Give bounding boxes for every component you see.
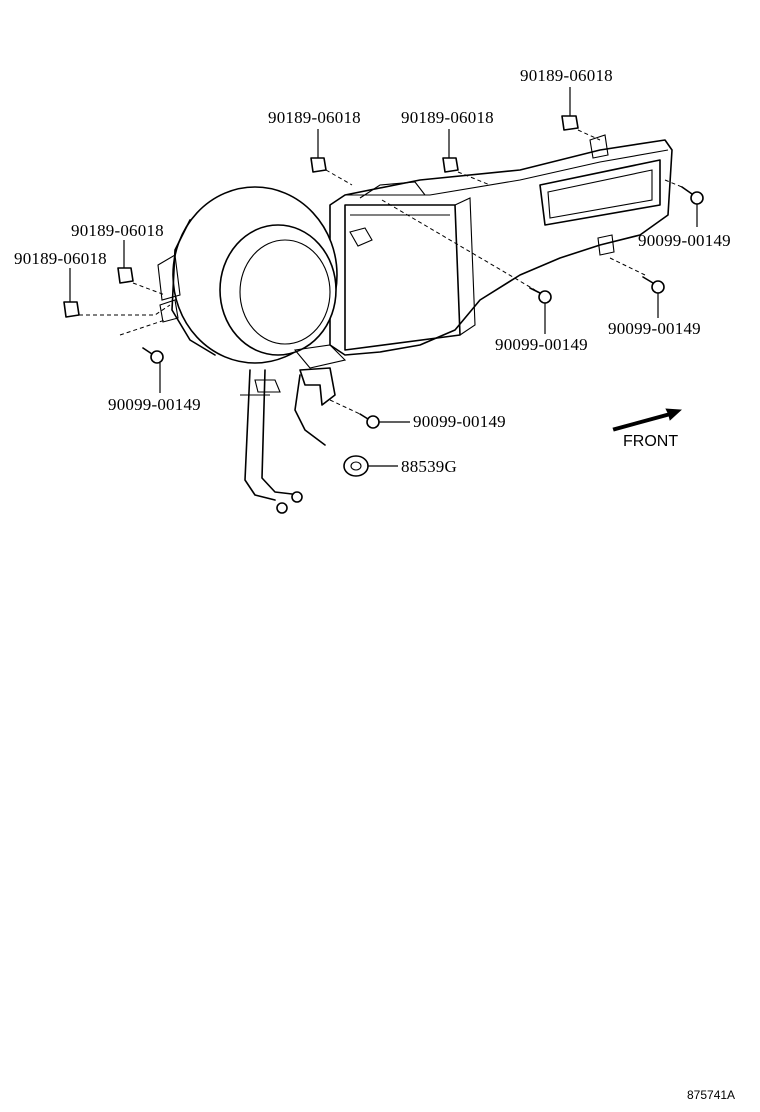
label-clip-left-upper: 90189-06018	[71, 221, 164, 240]
screw-right-lower-icon	[642, 276, 665, 294]
clip-left-lower-icon	[63, 301, 80, 318]
clip-top-right-icon	[561, 115, 579, 131]
label-screw-left: 90099-00149	[108, 395, 201, 414]
label-screw-center: 90099-00149	[495, 335, 588, 354]
heater-unit-housing	[329, 134, 673, 356]
screw-left-icon	[142, 347, 164, 364]
label-clip-left-lower: 90189-06018	[14, 249, 107, 268]
label-grommet: 88539G	[401, 457, 457, 476]
clip-left-upper-icon	[117, 267, 134, 284]
assembly-lines	[79, 129, 683, 415]
label-clip-top-left: 90189-06018	[268, 108, 361, 127]
label-screw-right-upper: 90099-00149	[638, 231, 731, 250]
screw-right-upper-icon	[681, 186, 704, 205]
front-arrow-icon	[612, 408, 682, 432]
heater-pipes	[240, 367, 336, 514]
leader-lines	[69, 87, 698, 467]
label-clip-top-right: 90189-06018	[520, 66, 613, 85]
clip-top-mid-icon	[442, 157, 459, 173]
front-label: FRONT	[623, 433, 678, 450]
label-screw-bottom: 90099-00149	[413, 412, 506, 431]
figure-number: 875741A	[687, 1088, 735, 1102]
label-clip-top-mid: 90189-06018	[401, 108, 494, 127]
screw-center-icon	[529, 287, 552, 304]
blower-housing	[157, 186, 347, 369]
grommet-icon	[343, 455, 369, 477]
label-screw-right-lower: 90099-00149	[608, 319, 701, 338]
screw-bottom-icon	[359, 413, 380, 429]
clip-top-left-icon	[310, 157, 327, 173]
